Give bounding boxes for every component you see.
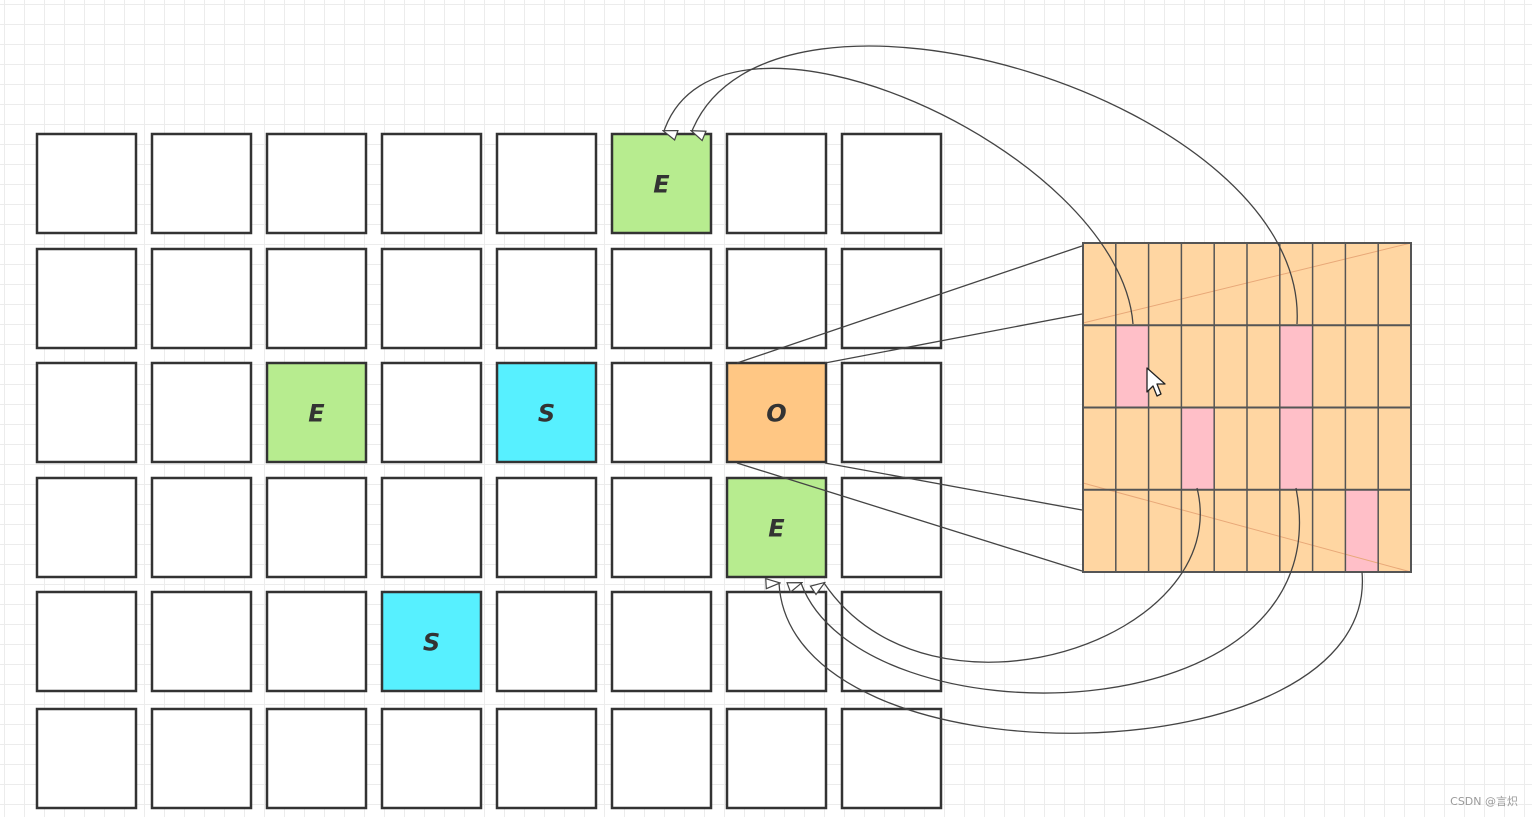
bitmap-marked-slot-r2c3 [1181,407,1215,490]
connectors [664,45,1363,734]
grid-cell-r1c4 [495,247,598,350]
grid-cell-r4c4 [495,590,598,693]
cell-e-r3c6 [725,476,828,579]
grid-cell-r4c2 [265,590,368,693]
cell-e-r0c5 [610,132,713,235]
cell-letter-s: S [423,629,440,657]
bitmap-marked-slot-r3c8 [1345,489,1379,572]
grid-cell-r5c6 [725,707,828,810]
grid-cell-r2c5 [610,361,713,464]
grid-cell-r0c4 [495,132,598,235]
arc-arrow-to-lower-e-1 [824,487,1201,663]
grid-cell-r2c1 [150,361,253,464]
arc-arrow-to-top-e-2 [692,45,1298,325]
watermark: CSDN @言炽 [1450,795,1518,808]
grid-cell-r1c6 [725,247,828,350]
cell-letter-o: O [766,400,786,428]
cell-grid: E E S O E S [35,132,943,810]
grid-cell-r5c1 [150,707,253,810]
grid-cell-r0c6 [725,132,828,235]
grid-cell-r5c0 [35,707,138,810]
cell-letter-e: E [308,400,325,428]
grid-cell-r4c0 [35,590,138,693]
projection-line-top-outer [736,245,1083,364]
grid-cell-r0c7 [840,132,943,235]
grid-cell-r5c4 [495,707,598,810]
grid-cell-r5c7 [840,707,943,810]
grid-cell-r4c1 [150,590,253,693]
grid-cell-r3c0 [35,476,138,579]
grid-cell-r3c4 [495,476,598,579]
grid-cell-r0c1 [150,132,253,235]
projection-line-bottom-inner [824,462,1083,511]
cell-o-r2c6 [725,361,828,464]
bitmap-block [1082,242,1412,573]
grid-cell-r3c2 [265,476,368,579]
grid-cell-r4c5 [610,590,713,693]
bitmap-marked-slot-r1c6 [1279,325,1313,408]
cell-letter-s: S [538,400,555,428]
cell-e-r2c2 [265,361,368,464]
grid-cell-r3c5 [610,476,713,579]
grid-cell-r1c7 [840,247,943,350]
projection-line-top-inner [824,313,1083,364]
arc-arrow-to-lower-e-2 [801,487,1300,694]
grid-cell-r1c5 [610,247,713,350]
grid-cell-r2c3 [380,361,483,464]
grid-cell-r5c5 [610,707,713,810]
bitmap-marked-slot-r2c6 [1279,407,1313,490]
bitmap-marked-slot-r1c1 [1115,325,1149,408]
grid-cell-r0c0 [35,132,138,235]
grid-cell-r0c3 [380,132,483,235]
grid-cell-r3c7 [840,476,943,579]
arc-arrow-to-lower-e-3 [779,571,1363,734]
cell-letter-e: E [768,515,785,543]
cell-s-r2c4 [495,361,598,464]
grid-cell-r1c3 [380,247,483,350]
grid-cell-r0c2 [265,132,368,235]
grid-cell-r5c3 [380,707,483,810]
grid-cell-r2c0 [35,361,138,464]
cell-letter-e: E [653,171,670,199]
bitmap-border [1082,242,1412,573]
grid-cell-r5c2 [265,707,368,810]
grid-cell-r1c2 [265,247,368,350]
grid-cell-r3c3 [380,476,483,579]
grid-cell-r3c1 [150,476,253,579]
grid-cell-r4c6 [725,590,828,693]
cell-s-r4c3 [380,590,483,693]
arc-arrow-to-top-e-1 [664,67,1134,325]
mouse-cursor-icon [1146,367,1166,397]
projection-line-bottom-outer [736,462,1083,572]
grid-cell-r1c0 [35,247,138,350]
grid-cell-r2c7 [840,361,943,464]
grid-cell-r4c7 [840,590,943,693]
grid-cell-r1c1 [150,247,253,350]
